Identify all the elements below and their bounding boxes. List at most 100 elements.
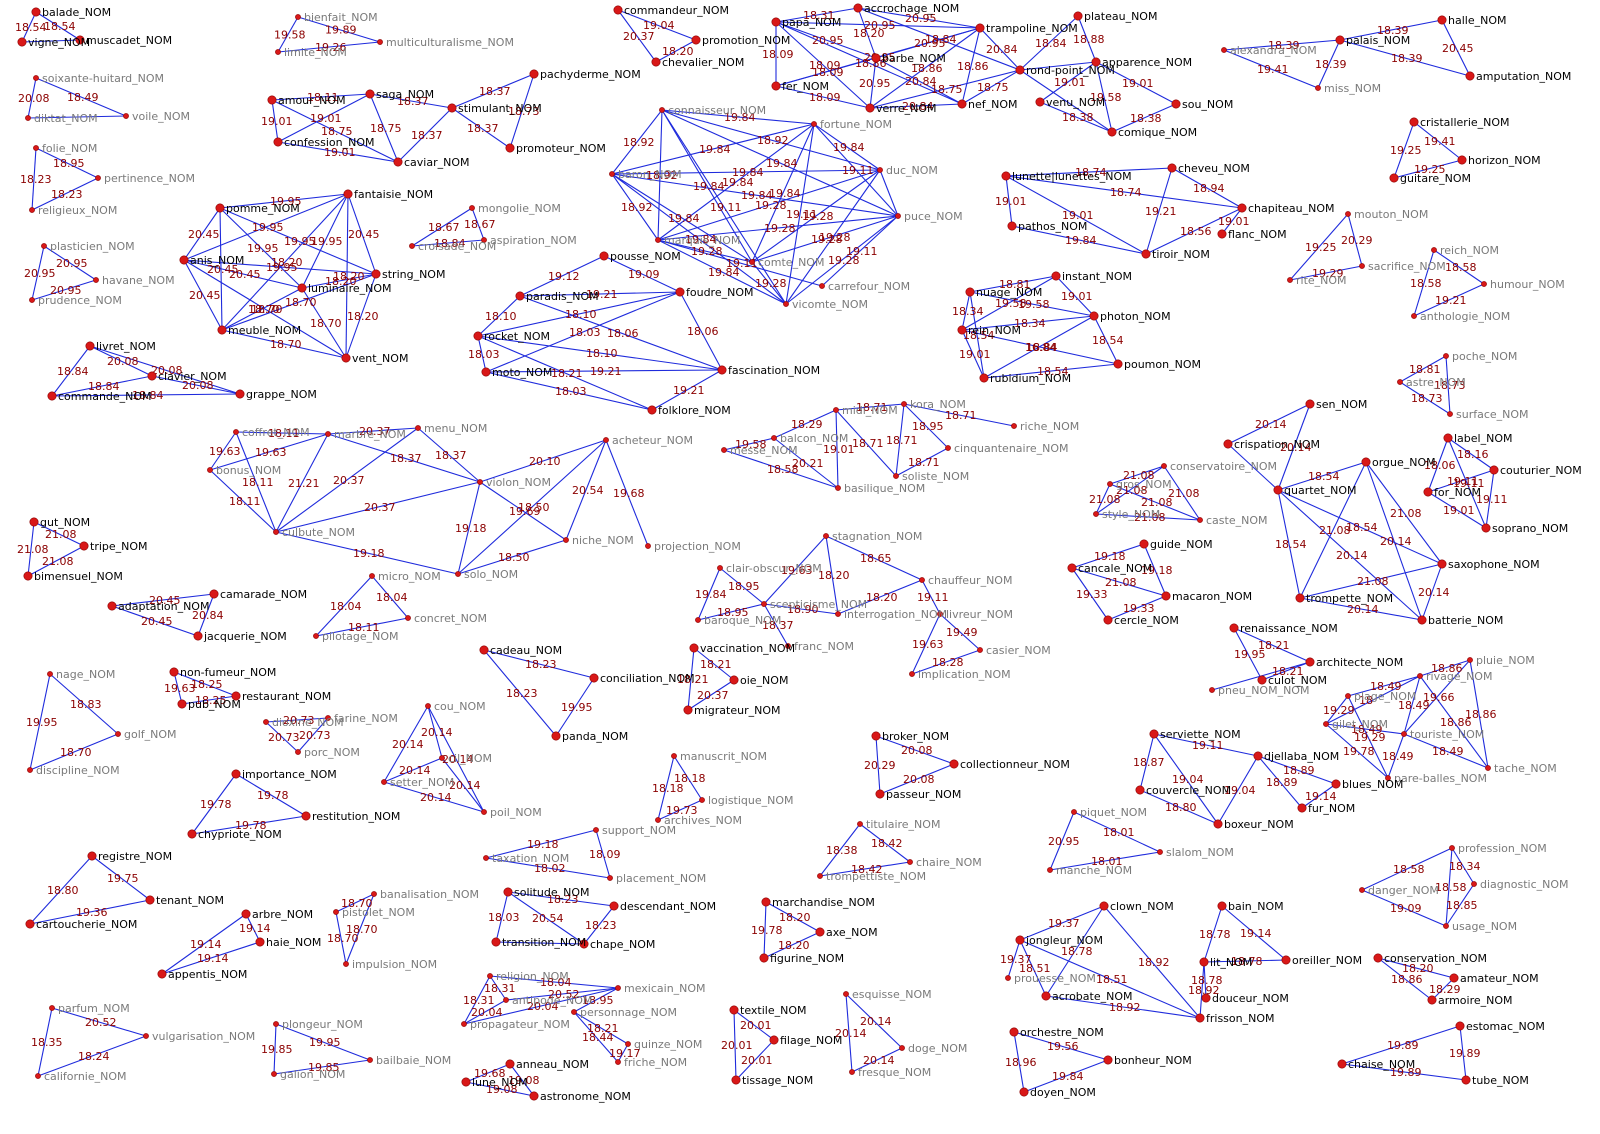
- node-plasticien[interactable]: [41, 243, 47, 249]
- node-foudre[interactable]: [675, 287, 685, 297]
- node-fresque[interactable]: [849, 1069, 855, 1075]
- node-paradis[interactable]: [515, 291, 525, 301]
- node-archives[interactable]: [655, 817, 661, 823]
- node-titulaire[interactable]: [857, 821, 863, 827]
- node-soliste[interactable]: [893, 473, 899, 479]
- node-chaise[interactable]: [1337, 1059, 1347, 1069]
- node-balcon[interactable]: [771, 435, 777, 441]
- node-multicult[interactable]: [377, 39, 383, 45]
- node-restaurant[interactable]: [231, 691, 241, 701]
- node-chaire[interactable]: [907, 859, 913, 865]
- node-solo[interactable]: [455, 571, 461, 577]
- node-venu[interactable]: [1035, 97, 1045, 107]
- node-folklore[interactable]: [647, 405, 657, 415]
- node-caviar[interactable]: [393, 157, 403, 167]
- node-cil[interactable]: [439, 755, 445, 761]
- node-rein[interactable]: [957, 325, 967, 335]
- node-coffret[interactable]: [233, 429, 239, 435]
- node-personnage[interactable]: [571, 1009, 577, 1015]
- node-astre[interactable]: [1397, 379, 1403, 385]
- node-friche[interactable]: [615, 1059, 621, 1065]
- node-stagnation[interactable]: [823, 533, 829, 539]
- node-sou[interactable]: [1171, 99, 1181, 109]
- node-fascination[interactable]: [717, 365, 727, 375]
- node-promotion[interactable]: [691, 35, 701, 45]
- node-apparence[interactable]: [1091, 57, 1101, 67]
- node-placement[interactable]: [607, 875, 613, 881]
- node-for[interactable]: [1423, 487, 1433, 497]
- node-flanc[interactable]: [1217, 229, 1227, 239]
- node-string[interactable]: [371, 269, 381, 279]
- node-pub[interactable]: [177, 699, 187, 709]
- node-fur[interactable]: [1297, 803, 1307, 813]
- node-figurine[interactable]: [759, 953, 769, 963]
- node-duc[interactable]: [877, 167, 883, 173]
- node-setter[interactable]: [381, 779, 387, 785]
- node-passeur[interactable]: [875, 789, 885, 799]
- node-anthologie[interactable]: [1411, 313, 1417, 319]
- node-conservatoire[interactable]: [1161, 463, 1167, 469]
- node-muscadet[interactable]: [75, 35, 85, 45]
- node-confession[interactable]: [273, 137, 283, 147]
- node-vent[interactable]: [341, 353, 351, 363]
- node-estomac[interactable]: [1455, 1021, 1465, 1031]
- node-cartoucherie[interactable]: [25, 919, 35, 929]
- node-kora[interactable]: [901, 401, 907, 407]
- node-pistolet[interactable]: [333, 909, 339, 915]
- node-renaissance[interactable]: [1229, 623, 1239, 633]
- node-alexandra[interactable]: [1221, 47, 1227, 53]
- node-livreur[interactable]: [937, 611, 943, 617]
- node-chauffeur[interactable]: [919, 577, 925, 583]
- node-tache[interactable]: [1485, 765, 1491, 771]
- node-trompette[interactable]: [1295, 593, 1305, 603]
- node-gros[interactable]: [1107, 481, 1113, 487]
- node-poche[interactable]: [1443, 353, 1449, 359]
- node-lune[interactable]: [461, 1077, 471, 1087]
- node-fantaisie[interactable]: [343, 189, 353, 199]
- node-soprano[interactable]: [1481, 523, 1491, 533]
- node-golf[interactable]: [115, 731, 121, 737]
- node-cadeau[interactable]: [479, 645, 489, 655]
- node-restitution[interactable]: [301, 811, 311, 821]
- node-chape[interactable]: [579, 939, 589, 949]
- node-amputation[interactable]: [1465, 71, 1475, 81]
- node-midi[interactable]: [833, 407, 839, 413]
- node-doyen[interactable]: [1019, 1087, 1029, 1097]
- node-chapiteau[interactable]: [1237, 203, 1247, 213]
- node-style[interactable]: [1093, 511, 1099, 517]
- node-reich[interactable]: [1431, 247, 1437, 253]
- node-solitude[interactable]: [503, 887, 513, 897]
- node-transition[interactable]: [491, 937, 501, 947]
- node-instant[interactable]: [1051, 271, 1061, 281]
- node-pousse[interactable]: [599, 251, 609, 261]
- node-amateur[interactable]: [1449, 973, 1459, 983]
- node-frisson[interactable]: [1195, 1013, 1205, 1023]
- node-verre[interactable]: [865, 103, 875, 113]
- node-clown[interactable]: [1099, 901, 1109, 911]
- node-messe[interactable]: [721, 447, 727, 453]
- node-clavier[interactable]: [147, 371, 157, 381]
- node-dioxine[interactable]: [263, 719, 269, 725]
- node-connaisseur[interactable]: [659, 107, 665, 113]
- node-pneu[interactable]: [1209, 687, 1215, 693]
- node-vaccination[interactable]: [689, 643, 699, 653]
- node-interrogation[interactable]: [835, 611, 841, 617]
- node-manuscrit[interactable]: [671, 753, 677, 759]
- node-logistique[interactable]: [699, 797, 705, 803]
- node-esquisse[interactable]: [843, 991, 849, 997]
- node-culbute[interactable]: [273, 529, 279, 535]
- node-fortune[interactable]: [811, 121, 817, 127]
- node-rivage[interactable]: [1417, 673, 1423, 679]
- node-touriste[interactable]: [1401, 731, 1407, 737]
- node-camarade[interactable]: [209, 589, 219, 599]
- node-havane[interactable]: [93, 277, 99, 283]
- node-bimensuel[interactable]: [23, 571, 33, 581]
- node-franc[interactable]: [785, 643, 791, 649]
- node-religion[interactable]: [487, 973, 493, 979]
- node-guide[interactable]: [1139, 539, 1149, 549]
- node-soixante[interactable]: [33, 75, 39, 81]
- node-rocket[interactable]: [473, 331, 483, 341]
- node-gut[interactable]: [29, 517, 39, 527]
- node-comte[interactable]: [749, 259, 755, 265]
- node-tube[interactable]: [1461, 1075, 1471, 1085]
